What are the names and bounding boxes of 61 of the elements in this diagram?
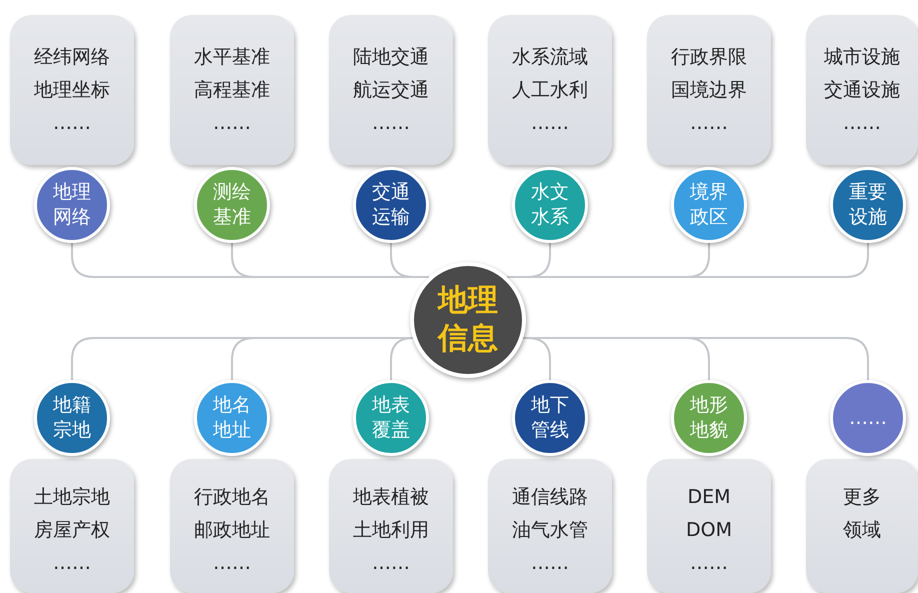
card-text: 陆地交通	[353, 45, 429, 70]
category-circle: 地形地貌	[671, 380, 747, 456]
category-card	[647, 15, 771, 165]
category-card	[647, 459, 771, 593]
category-circle: 境界政区	[671, 167, 747, 243]
category-circle: 重要设施	[830, 167, 906, 243]
card-text: ……	[690, 111, 728, 136]
card-text: 国境边界	[671, 78, 747, 103]
card-text: 行政界限	[671, 45, 747, 70]
connector-line	[523, 337, 869, 380]
category-circle: 地理网络	[34, 167, 110, 243]
card-text: ……	[53, 551, 91, 576]
card-text: 土地宗地	[34, 485, 110, 510]
category-card	[329, 15, 453, 165]
category-circle: 交通运输	[353, 167, 429, 243]
card-text: 油气水管	[512, 518, 588, 543]
card-text: ……	[372, 111, 410, 136]
card-text: 土地利用	[353, 518, 429, 543]
card-text: 交通设施	[824, 78, 900, 103]
card-text: 航运交通	[353, 78, 429, 103]
category-circle: 地表覆盖	[353, 380, 429, 456]
category-card	[329, 459, 453, 593]
card-text: 地表植被	[353, 485, 429, 510]
card-text: 经纬网络	[34, 45, 110, 70]
card-text: 城市设施	[824, 45, 900, 70]
category-circle: 地名地址	[194, 380, 270, 456]
card-text: ……	[372, 551, 410, 576]
card-text: 人工水利	[512, 78, 588, 103]
card-text: 领域	[843, 518, 881, 543]
card-text: 邮政地址	[194, 518, 270, 543]
category-circle: 地籍宗地	[34, 380, 110, 456]
category-circle: 水文水系	[512, 167, 588, 243]
card-text: ……	[531, 111, 569, 136]
card-text: 更多	[843, 485, 881, 510]
category-circle: 地下管线	[512, 380, 588, 456]
category-card	[10, 459, 134, 593]
category-card	[488, 459, 612, 593]
card-text: 通信线路	[512, 485, 588, 510]
card-text: ……	[843, 111, 881, 136]
card-text: 房屋产权	[34, 518, 110, 543]
card-text: 高程基准	[194, 78, 270, 103]
category-card	[806, 15, 918, 165]
card-text: ……	[213, 111, 251, 136]
card-text: DOM	[686, 518, 732, 543]
card-text: 行政地名	[194, 485, 270, 510]
category-card	[10, 15, 134, 165]
connector-line	[390, 337, 414, 380]
card-text: ……	[53, 111, 91, 136]
card-text: 地理坐标	[34, 78, 110, 103]
card-text: 水平基准	[194, 45, 270, 70]
card-text: 水系流域	[512, 45, 588, 70]
card-text: ……	[690, 551, 728, 576]
category-card	[488, 15, 612, 165]
category-circle: ……	[830, 380, 906, 456]
category-circle: 测绘基准	[194, 167, 270, 243]
category-card	[806, 459, 918, 593]
card-text: ……	[213, 551, 251, 576]
category-card	[170, 459, 294, 593]
category-card	[170, 15, 294, 165]
card-text: ……	[531, 551, 569, 576]
card-text: DEM	[687, 485, 731, 510]
